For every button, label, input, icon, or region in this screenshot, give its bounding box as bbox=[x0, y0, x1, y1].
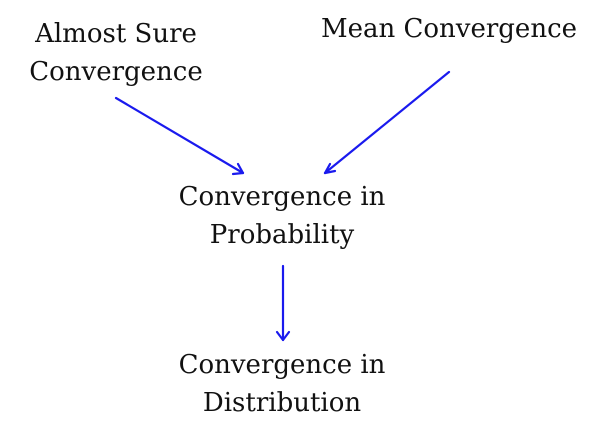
node-mean-convergence: Mean Convergence bbox=[321, 10, 577, 48]
node-convergence-in-probability: Convergence in Probability bbox=[179, 178, 386, 254]
arrow-mean-to-probability bbox=[323, 70, 451, 175]
node-label-line: Convergence in bbox=[178, 350, 386, 380]
node-label-line: Distribution bbox=[202, 388, 362, 418]
node-label-line: Convergence in bbox=[178, 182, 386, 212]
node-label-line: Convergence bbox=[29, 57, 203, 87]
node-convergence-in-distribution: Convergence in Distribution bbox=[179, 346, 386, 422]
arrow-probability-to-distribution bbox=[275, 264, 291, 342]
arrow-almost-sure-to-probability bbox=[114, 96, 245, 176]
node-label-line: Almost Sure bbox=[35, 19, 197, 49]
node-label-line: Probability bbox=[209, 220, 355, 250]
node-label-line: Mean Convergence bbox=[320, 14, 578, 44]
node-almost-sure-convergence: Almost Sure Convergence bbox=[29, 15, 203, 91]
